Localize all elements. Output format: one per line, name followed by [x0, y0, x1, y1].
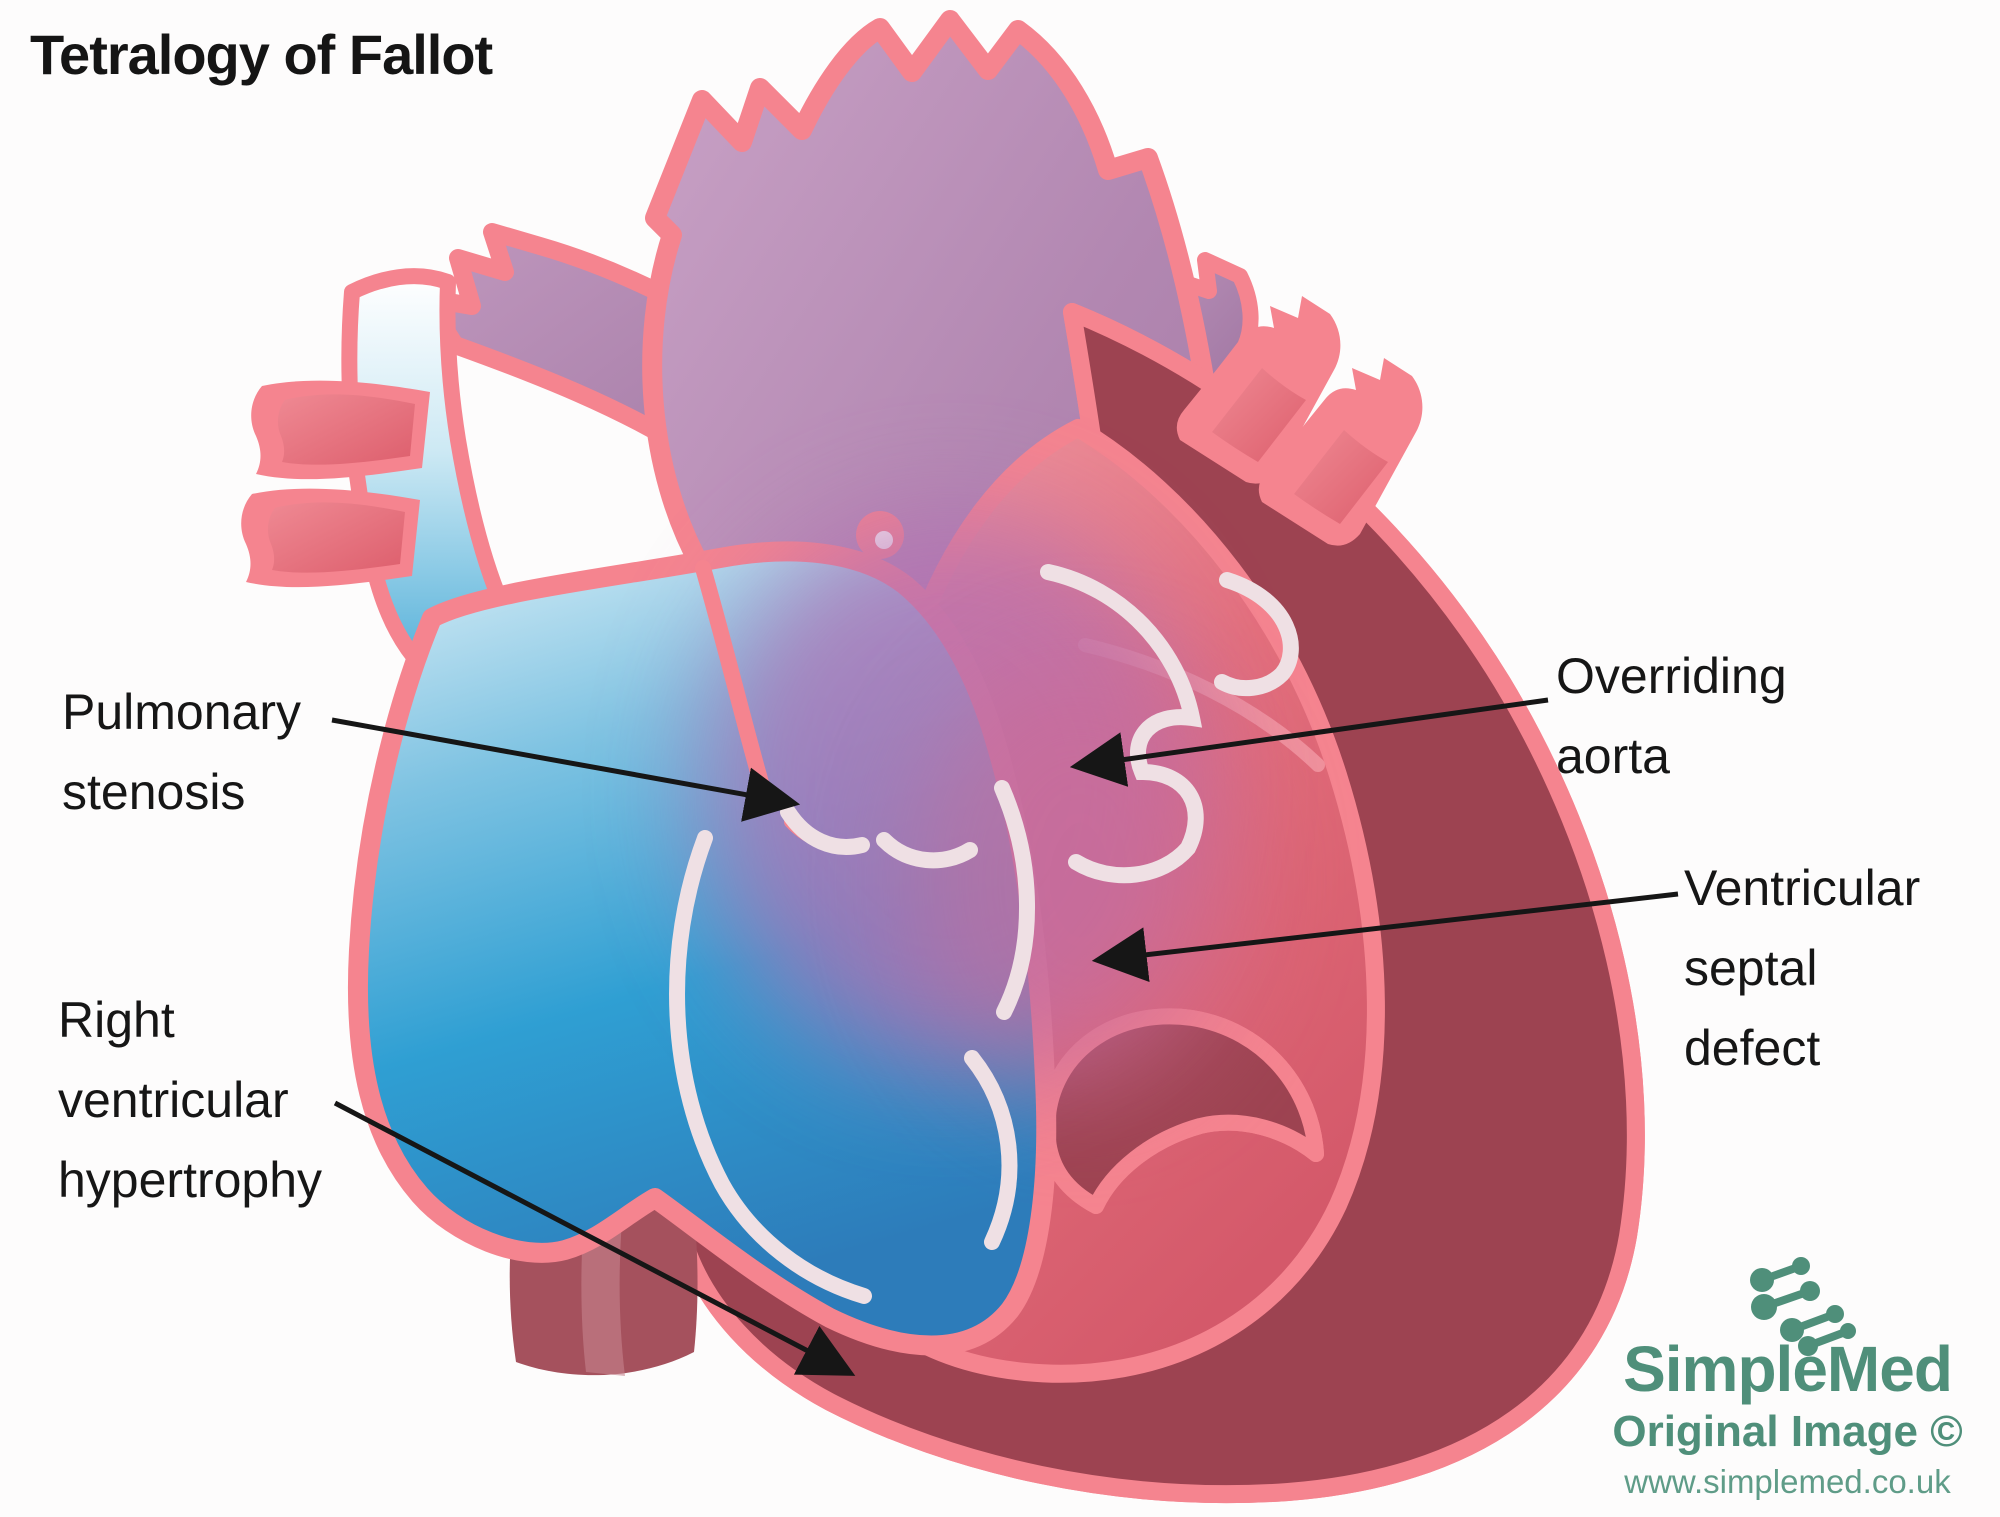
label-ventricular-septal-defect: Ventricular septal defect — [1684, 860, 1921, 1076]
mitral-valve — [1214, 572, 1299, 697]
watermark-credit: Original Image © — [1612, 1407, 1963, 1456]
arrow-ventricular-septal-defect — [1091, 891, 1679, 983]
arrow-pulmonary-stenosis — [331, 717, 801, 822]
arrow-overriding-aorta — [1069, 697, 1549, 787]
right-pulmonary-vein-stubs — [241, 380, 430, 588]
watermark: SimpleMed Original Image © www.simplemed… — [1575, 1336, 2000, 1502]
label-pulmonary-stenosis: Pulmonary stenosis — [62, 684, 301, 820]
label-right-ventricular-hypertrophy: Right ventricular hypertrophy — [58, 992, 323, 1208]
page-title: Tetralogy of Fallot — [30, 23, 493, 86]
label-overriding-aorta: Overriding aorta — [1556, 648, 1787, 784]
watermark-url: www.simplemed.co.uk — [1624, 1463, 1951, 1500]
tricuspid-valve — [964, 1050, 1018, 1250]
annotation-arrows — [331, 697, 1679, 1376]
aortic-valve — [1040, 564, 1204, 884]
watermark-brand: SimpleMed — [1623, 1333, 1953, 1405]
pulmonary-veins — [1176, 296, 1423, 546]
molecule-logo-icon — [1750, 1257, 1856, 1356]
tricuspid-valve — [994, 780, 1035, 1020]
pulmonary-valve — [876, 832, 978, 869]
arrow-right-ventricular-hypertrophy — [333, 1100, 856, 1376]
ventricle-lining — [669, 830, 872, 1304]
